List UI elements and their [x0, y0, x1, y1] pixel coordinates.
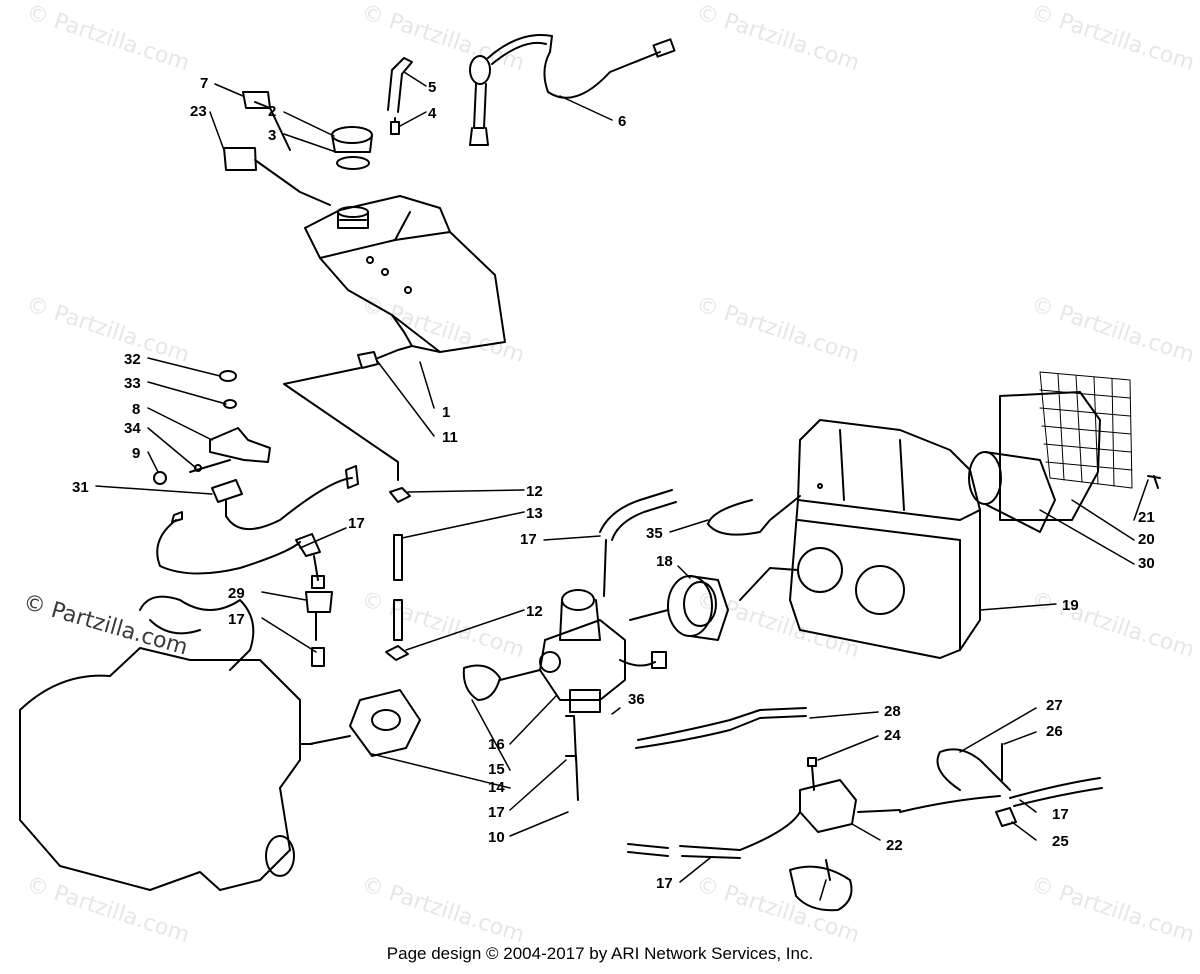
check-valve — [305, 575, 333, 667]
callout-19: 19 — [1062, 597, 1079, 614]
hoses-left — [156, 465, 359, 581]
outlet-fitting — [283, 345, 413, 481]
watermark: © Partzilla.com — [1028, 872, 1197, 948]
callout-10: 10 — [488, 829, 505, 846]
callout-24: 24 — [884, 727, 901, 744]
callout-36: 36 — [628, 691, 645, 708]
watermark: © Partzilla.com — [1028, 0, 1197, 76]
hose-13 — [385, 487, 411, 661]
watermark-layer: © Partzilla.com © Partzilla.com © Partzi… — [20, 0, 1197, 948]
oil-level-sensor — [469, 34, 676, 146]
callout-32: 32 — [124, 351, 141, 368]
callout-7: 7 — [200, 75, 208, 92]
callout-22: 22 — [886, 837, 903, 854]
filler-cap — [331, 126, 373, 229]
watermark: © Partzilla.com — [693, 0, 862, 76]
oil-tank — [304, 195, 506, 353]
leader-lines — [95, 71, 1149, 901]
callout-3: 3 — [268, 127, 276, 144]
callout-21: 21 — [1138, 509, 1155, 526]
callout-5: 5 — [428, 79, 436, 96]
callout-31: 31 — [72, 479, 89, 496]
carburetor — [539, 539, 667, 713]
callout-2: 2 — [268, 103, 276, 120]
callout-9: 9 — [132, 445, 140, 462]
mount-bracket — [153, 370, 271, 523]
vent-fitting — [387, 57, 413, 135]
callout-17f: 17 — [1052, 806, 1069, 823]
watermark: © Partzilla.com — [1028, 292, 1197, 368]
fuel-pump — [739, 757, 901, 912]
watermark: © Partzilla.com — [358, 872, 527, 948]
callout-6: 6 — [618, 113, 626, 130]
watermark: © Partzilla.com — [693, 587, 862, 663]
watermark: © Partzilla.com — [358, 587, 527, 663]
callout-26: 26 — [1046, 723, 1063, 740]
callout-17d: 17 — [488, 804, 505, 821]
callout-4: 4 — [428, 105, 437, 122]
callout-34: 34 — [124, 420, 141, 437]
decals — [223, 91, 331, 206]
callout-20: 20 — [1138, 531, 1155, 548]
callout-13: 13 — [526, 505, 543, 522]
callout-11: 11 — [442, 429, 458, 446]
callout-17e: 17 — [656, 875, 673, 892]
callout-25: 25 — [1052, 833, 1069, 850]
callout-28: 28 — [884, 703, 901, 720]
callout-12a: 12 — [526, 483, 543, 500]
callout-16: 16 — [488, 736, 505, 753]
callout-17b: 17 — [520, 531, 537, 548]
callout-35: 35 — [646, 525, 663, 542]
watermark-prominent: © Partzilla.com — [20, 590, 190, 661]
callout-1: 1 — [442, 404, 450, 421]
callout-18: 18 — [656, 553, 673, 570]
callout-14: 14 — [488, 779, 505, 796]
callout-12b: 12 — [526, 603, 543, 620]
screen-mesh — [1039, 371, 1133, 489]
footer-copyright: Page design © 2004-2017 by ARI Network S… — [386, 944, 814, 963]
watermark: © Partzilla.com — [693, 292, 862, 368]
airbox-silencer — [739, 419, 981, 659]
callout-29: 29 — [228, 585, 245, 602]
watermark: © Partzilla.com — [1028, 587, 1197, 663]
strap — [707, 483, 823, 536]
fuel-lines — [565, 707, 807, 859]
watermark: © Partzilla.com — [358, 0, 527, 76]
primer — [899, 743, 1103, 827]
watermark: © Partzilla.com — [23, 0, 192, 76]
intake-boot — [629, 575, 729, 641]
callout-17a: 17 — [348, 515, 365, 532]
callout-30: 30 — [1138, 555, 1155, 572]
intake-flange — [309, 664, 541, 757]
callout-8: 8 — [132, 401, 140, 418]
engine-block — [19, 595, 313, 891]
callout-17c: 17 — [228, 611, 245, 628]
watermark: © Partzilla.com — [23, 292, 192, 368]
callout-15: 15 — [488, 761, 505, 778]
callout-23: 23 — [190, 103, 207, 120]
hose-17-mid — [599, 489, 677, 541]
callout-labels: 1 2 3 4 5 6 7 8 9 10 11 12 12 13 14 15 1… — [72, 75, 1155, 892]
callout-33: 33 — [124, 375, 141, 392]
callout-27: 27 — [1046, 697, 1063, 714]
